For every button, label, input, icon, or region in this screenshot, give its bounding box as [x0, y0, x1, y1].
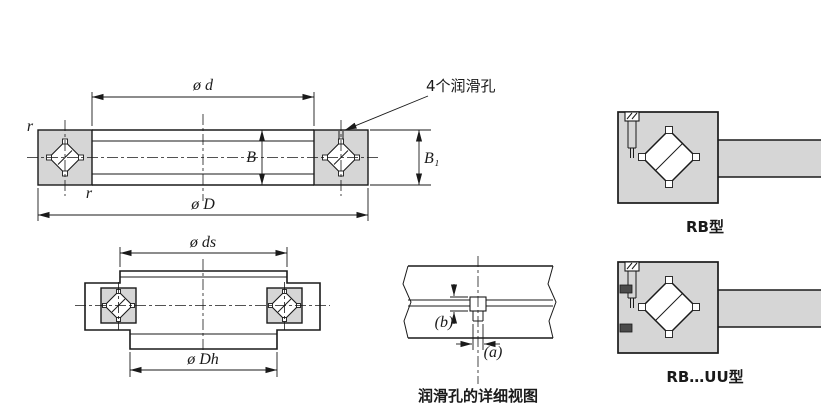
lube-hole-fitting	[624, 111, 640, 122]
roller-axis-line	[654, 292, 684, 322]
ring-surface-lines	[408, 265, 553, 339]
dim-label-B1: B₁	[424, 150, 439, 167]
roller-tip-mark	[638, 303, 646, 311]
dim-outer-D: ø D	[37, 188, 369, 221]
lube-hole-passage	[627, 121, 637, 158]
lube-holes-label: 4个润滑孔	[426, 77, 496, 95]
ring-extension-lines	[718, 139, 821, 178]
groove-lines	[408, 299, 553, 307]
rb-type-caption: RB型	[686, 218, 724, 236]
dim-label-D: ø D	[190, 196, 215, 213]
fillet-r-bottom-label: r	[86, 185, 93, 202]
dim-label-ds: ø ds	[189, 234, 216, 251]
rb-uu-type-caption: RB…UU型	[666, 368, 743, 386]
right-break-line	[547, 265, 557, 339]
roller-tip-mark	[665, 276, 673, 284]
ring-extension-fill	[718, 290, 821, 327]
dim-label-d: ø d	[192, 77, 214, 94]
rb-uu-type-detail: RB…UU型	[617, 261, 821, 386]
dim-label-B: B	[246, 149, 256, 166]
fitting-hatch	[626, 112, 638, 120]
extension-lines	[472, 324, 484, 350]
fillet-r-top-label: r	[27, 118, 34, 135]
lube-hole-detail-view: (b) (a) 润滑孔的详细视图	[402, 256, 557, 405]
lube-holes-annotation: 4个润滑孔	[344, 77, 496, 131]
seal-top	[619, 284, 633, 294]
dim-label-a: (a)	[484, 344, 503, 361]
dim-bore-d: ø d	[91, 77, 315, 126]
mounting-section-view: ø ds ø Dh	[75, 234, 330, 377]
dim-label-b: (b)	[435, 314, 454, 331]
dim-label-Dh: ø Dh	[186, 351, 219, 368]
left-roller-axis-line	[57, 150, 73, 165]
fitting-hatch	[626, 262, 638, 270]
roller-axis-line	[654, 142, 684, 172]
lube-hole-passage	[627, 271, 637, 308]
roller-tip-mark	[665, 330, 673, 338]
lube-hole-fitting	[624, 261, 640, 272]
ring-extension-fill	[718, 140, 821, 177]
dim-width-B: B	[246, 130, 266, 185]
ring-seam-lines	[120, 276, 287, 335]
detail-view-caption: 润滑孔的详细视图	[418, 387, 538, 405]
roller-tip-mark	[665, 180, 673, 188]
dim-width-B1: B₁	[370, 129, 439, 186]
rb-type-detail: RB型	[617, 111, 821, 236]
roller-tip-mark	[692, 153, 700, 161]
roller-tip-mark	[692, 303, 700, 311]
dim-housing-Dh: ø Dh	[129, 351, 278, 377]
extension-lines	[370, 129, 431, 186]
lube-hole-mark	[338, 131, 344, 139]
bearing-body-outline	[84, 270, 321, 350]
extension-lines	[450, 296, 468, 312]
roller-tip-mark	[638, 153, 646, 161]
ring-extension-lines	[718, 289, 821, 328]
dim-spigot-ds: ø ds	[119, 234, 288, 267]
seal-bottom	[619, 323, 633, 333]
main-section-view: ø d ø D B B₁ r r 4个润滑孔	[27, 77, 496, 221]
dim-hole-a: (a)	[456, 324, 502, 361]
roller-tip-mark	[665, 126, 673, 134]
dim-hole-b: (b)	[435, 284, 468, 331]
left-break-line	[402, 265, 412, 339]
leader-line	[344, 95, 429, 131]
